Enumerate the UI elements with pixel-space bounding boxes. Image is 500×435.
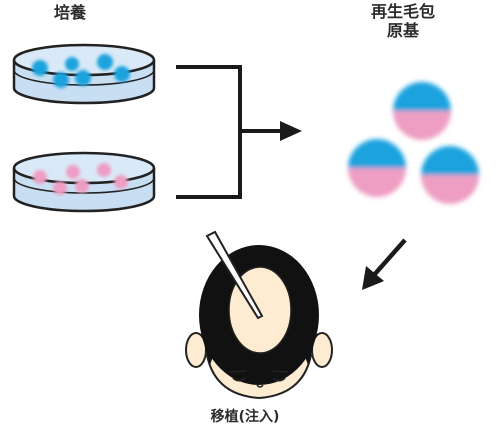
head-top-view-icon bbox=[185, 245, 333, 400]
culture-label: 培養 bbox=[53, 3, 86, 22]
petri-dish-blue-icon bbox=[12, 43, 156, 105]
regenerated-germ-label: 再生毛包 原基 bbox=[358, 2, 448, 40]
regenerated-germ-label-line2: 原基 bbox=[386, 21, 419, 40]
merge-arrow-icon bbox=[176, 65, 302, 199]
regenerated-germ-label-line1: 再生毛包 bbox=[370, 2, 435, 21]
germ-sphere-icon bbox=[348, 139, 406, 197]
transplant-label: 移植(注入) bbox=[210, 409, 280, 425]
germ-sphere-icon bbox=[421, 146, 479, 204]
down-left-arrow-icon bbox=[362, 238, 407, 290]
petri-dish-pink-icon bbox=[12, 151, 156, 213]
injection-needle-icon bbox=[205, 230, 264, 320]
germ-sphere-icon bbox=[393, 82, 451, 140]
